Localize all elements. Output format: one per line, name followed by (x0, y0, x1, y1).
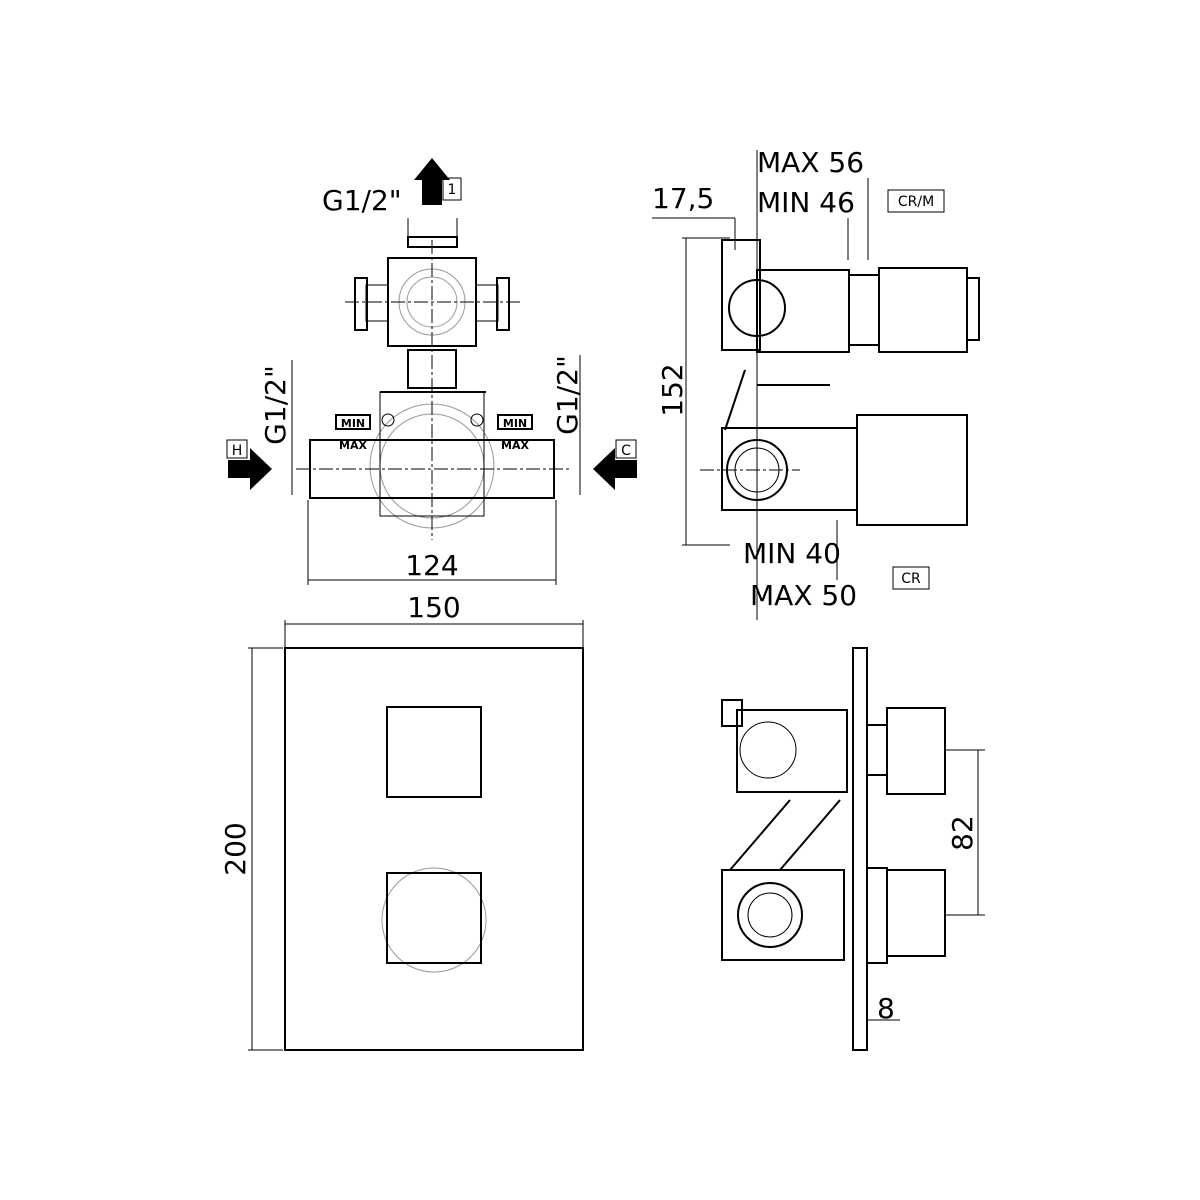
knob-spacing-dim: 82 (946, 815, 979, 851)
cover-plate (284, 647, 584, 1051)
plate-thickness-dim: 8 (877, 992, 895, 1025)
max-right-label: MAX (501, 439, 529, 452)
cold-inlet-arrow-icon (593, 448, 637, 490)
valve-height-dim: 152 (656, 363, 689, 416)
upper-knob[interactable] (386, 706, 482, 798)
side-valve-view: MAX 56 MIN 46 17,5 CR/M 152 MIN 40 MAX 5… (652, 146, 980, 620)
plate-width-dim: 150 (407, 591, 460, 624)
plate-side (852, 647, 868, 1051)
outlet-label-box (442, 177, 462, 201)
front-plate-view: 150 200 (219, 591, 584, 1051)
crm-label: CR/M (898, 194, 934, 210)
side-plate-view: 82 8 (721, 647, 985, 1051)
offset-dim: 17,5 (652, 182, 714, 215)
left-thread-dim: G1/2" (259, 365, 292, 445)
min-left-label: MIN (341, 417, 365, 430)
lower-knob[interactable] (386, 872, 482, 964)
outlet-arrow-icon (414, 158, 450, 205)
max-depth-dim: MAX 56 (757, 146, 864, 179)
valve-width-dim: 124 (405, 549, 458, 582)
right-thread-dim: G1/2" (551, 355, 584, 435)
min-depth-dim: MIN 46 (757, 186, 855, 219)
cold-label: C (621, 443, 631, 459)
max-lower-dim: MAX 50 (750, 579, 857, 612)
plate-height-dim: 200 (219, 822, 252, 875)
max-left-label: MAX (339, 439, 367, 452)
hot-label: H (232, 443, 243, 459)
outlet-label: 1 (448, 182, 457, 198)
front-valve-view: 1 G1/2" MIN MAX MIN MAX G1/2" G1/2" H C (226, 158, 637, 585)
min-lower-dim: MIN 40 (743, 537, 841, 570)
min-right-label: MIN (503, 417, 527, 430)
cr-label: CR (901, 571, 921, 587)
top-thread-dim: G1/2" (322, 184, 402, 217)
hot-inlet-arrow-icon (228, 448, 272, 490)
